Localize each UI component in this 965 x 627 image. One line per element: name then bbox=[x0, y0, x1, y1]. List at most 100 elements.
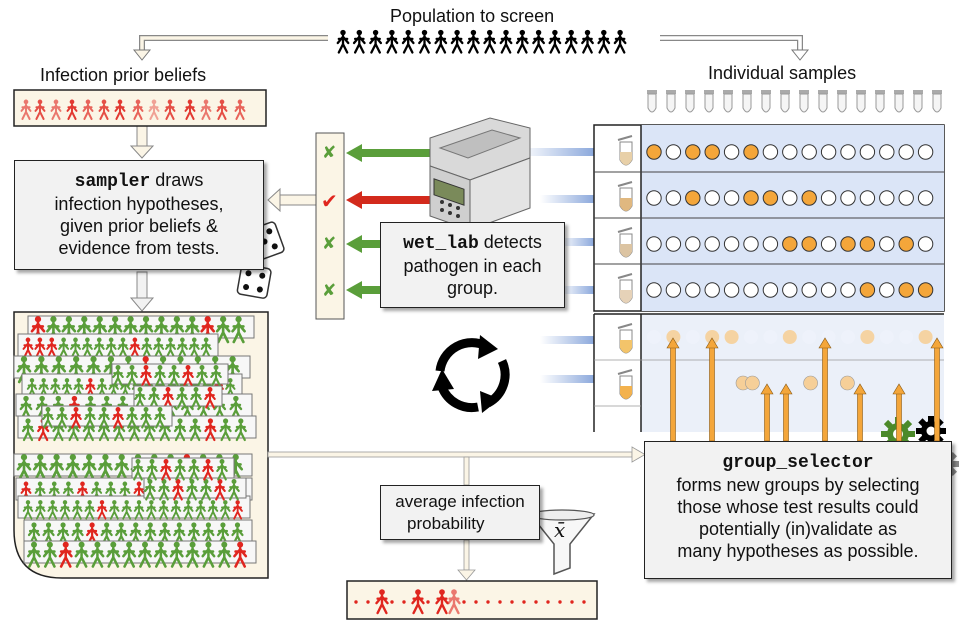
hypothesis-person-icon bbox=[61, 378, 73, 398]
pending-well bbox=[918, 330, 933, 344]
test-tube-icon bbox=[617, 227, 633, 258]
hypothesis-person-icon bbox=[188, 337, 200, 358]
prior-person-icon bbox=[184, 99, 196, 120]
hypothesis-person-icon bbox=[183, 500, 194, 520]
sample-well bbox=[782, 282, 798, 298]
test-tube-icon bbox=[617, 135, 633, 166]
sample-well bbox=[723, 236, 740, 252]
hypothesis-person-icon bbox=[169, 541, 184, 568]
hypothesis-person-icon bbox=[225, 378, 236, 398]
hypothesis-person-icon bbox=[146, 500, 157, 520]
hypothesis-person-icon bbox=[188, 458, 200, 481]
sample-well bbox=[859, 190, 876, 206]
pending-well bbox=[744, 330, 758, 344]
sample-well bbox=[820, 144, 837, 160]
population-person-icon bbox=[434, 29, 448, 54]
hypothesis-person-icon bbox=[42, 406, 54, 429]
pending-well bbox=[879, 330, 894, 344]
wet-lab-line2: pathogen in each bbox=[403, 256, 542, 276]
prior-person-icon bbox=[200, 99, 212, 120]
hypothesis-person-icon bbox=[38, 378, 49, 398]
population-person-icon bbox=[385, 29, 399, 54]
pending-well bbox=[745, 375, 760, 391]
sampler-box: sampler draws infection hypotheses, give… bbox=[14, 160, 264, 270]
hypothesis-person-icon bbox=[196, 364, 208, 387]
hypothesis-person-icon bbox=[232, 500, 243, 520]
prior-person-icon bbox=[148, 99, 160, 120]
hypothesis-person-icon bbox=[170, 500, 182, 520]
sample-well bbox=[820, 282, 837, 298]
hypothesis-person-icon bbox=[112, 406, 124, 429]
average-box: average infection probability bbox=[380, 485, 540, 540]
result-mark-3: ✘ bbox=[322, 234, 337, 254]
hypothesis-person-icon bbox=[98, 406, 110, 429]
hypothesis-person-icon bbox=[126, 364, 138, 387]
hypothesis-person-icon bbox=[26, 541, 42, 568]
sample-well bbox=[898, 190, 914, 206]
prior-person-icon bbox=[164, 99, 176, 120]
hypothesis-person-icon bbox=[96, 500, 108, 520]
sample-well bbox=[646, 190, 662, 206]
sample-well bbox=[762, 236, 779, 252]
sample-well bbox=[801, 144, 817, 160]
selector-arrow bbox=[764, 391, 770, 442]
hypothesis-person-icon bbox=[204, 418, 217, 442]
sample-well bbox=[743, 190, 759, 206]
sample-well bbox=[685, 282, 701, 298]
sample-well bbox=[723, 282, 740, 298]
hypothesis-person-icon bbox=[93, 337, 105, 358]
sample-well bbox=[840, 190, 856, 206]
pending-well bbox=[763, 330, 778, 344]
sampler-line4: evidence from tests. bbox=[58, 238, 220, 258]
selector-arrow bbox=[670, 345, 676, 442]
sample-well bbox=[762, 282, 779, 298]
prior-person-icon bbox=[82, 99, 94, 120]
sample-well bbox=[743, 144, 759, 160]
hypothesis-person-icon bbox=[109, 500, 120, 520]
sample-tube-icon bbox=[818, 90, 828, 113]
group-selector-code: group_selector bbox=[722, 453, 874, 473]
hypothesis-person-icon bbox=[114, 454, 130, 482]
hypothesis-person-icon bbox=[233, 541, 248, 568]
pending-well bbox=[840, 375, 855, 391]
samples-label: Individual samples bbox=[708, 63, 857, 83]
sample-wells bbox=[646, 144, 934, 298]
hypothesis-person-icon bbox=[70, 337, 81, 358]
result-dot bbox=[534, 600, 538, 604]
population-person-icon bbox=[564, 29, 578, 54]
hypothesis-person-icon bbox=[195, 500, 206, 520]
hypothesis-person-icon bbox=[81, 454, 97, 482]
population-person-icon bbox=[418, 29, 431, 54]
sample-well bbox=[879, 282, 895, 298]
sample-well bbox=[879, 144, 895, 160]
wet-lab-code: wet_lab bbox=[403, 234, 479, 254]
hypothesis-person-icon bbox=[137, 541, 153, 568]
hypothesis-person-icon bbox=[105, 337, 117, 358]
hypothesis-person-icon bbox=[133, 500, 145, 520]
sample-well bbox=[898, 236, 914, 252]
selector-arrow bbox=[857, 391, 863, 442]
hypothesis-person-icon bbox=[49, 454, 64, 482]
prior-person-icon bbox=[34, 99, 46, 120]
group-selector-line2: those whose test results could bbox=[677, 497, 919, 517]
sample-well bbox=[646, 144, 662, 160]
sample-well bbox=[704, 190, 720, 206]
sample-well bbox=[801, 282, 817, 298]
result-dot bbox=[354, 600, 358, 604]
hypothesis-person-icon bbox=[122, 541, 137, 568]
sample-well bbox=[917, 236, 934, 252]
result-dot bbox=[510, 600, 514, 604]
sample-well bbox=[762, 190, 779, 206]
result-dot bbox=[366, 600, 370, 604]
sample-well bbox=[646, 282, 662, 298]
test-tube-icon bbox=[617, 273, 633, 304]
sample-to-pcr-arrows bbox=[520, 148, 594, 383]
hypothesis-person-icon bbox=[96, 378, 108, 398]
wet-lab-line1: detects bbox=[478, 232, 542, 252]
hypothesis-person-icon bbox=[154, 364, 166, 387]
result-mark-2: ✔ bbox=[321, 189, 338, 213]
result-dot bbox=[462, 600, 466, 604]
hypothesis-person-icon bbox=[165, 337, 176, 358]
hypothesis-person-icon bbox=[153, 337, 165, 358]
hypothesis-person-icon bbox=[217, 541, 232, 568]
